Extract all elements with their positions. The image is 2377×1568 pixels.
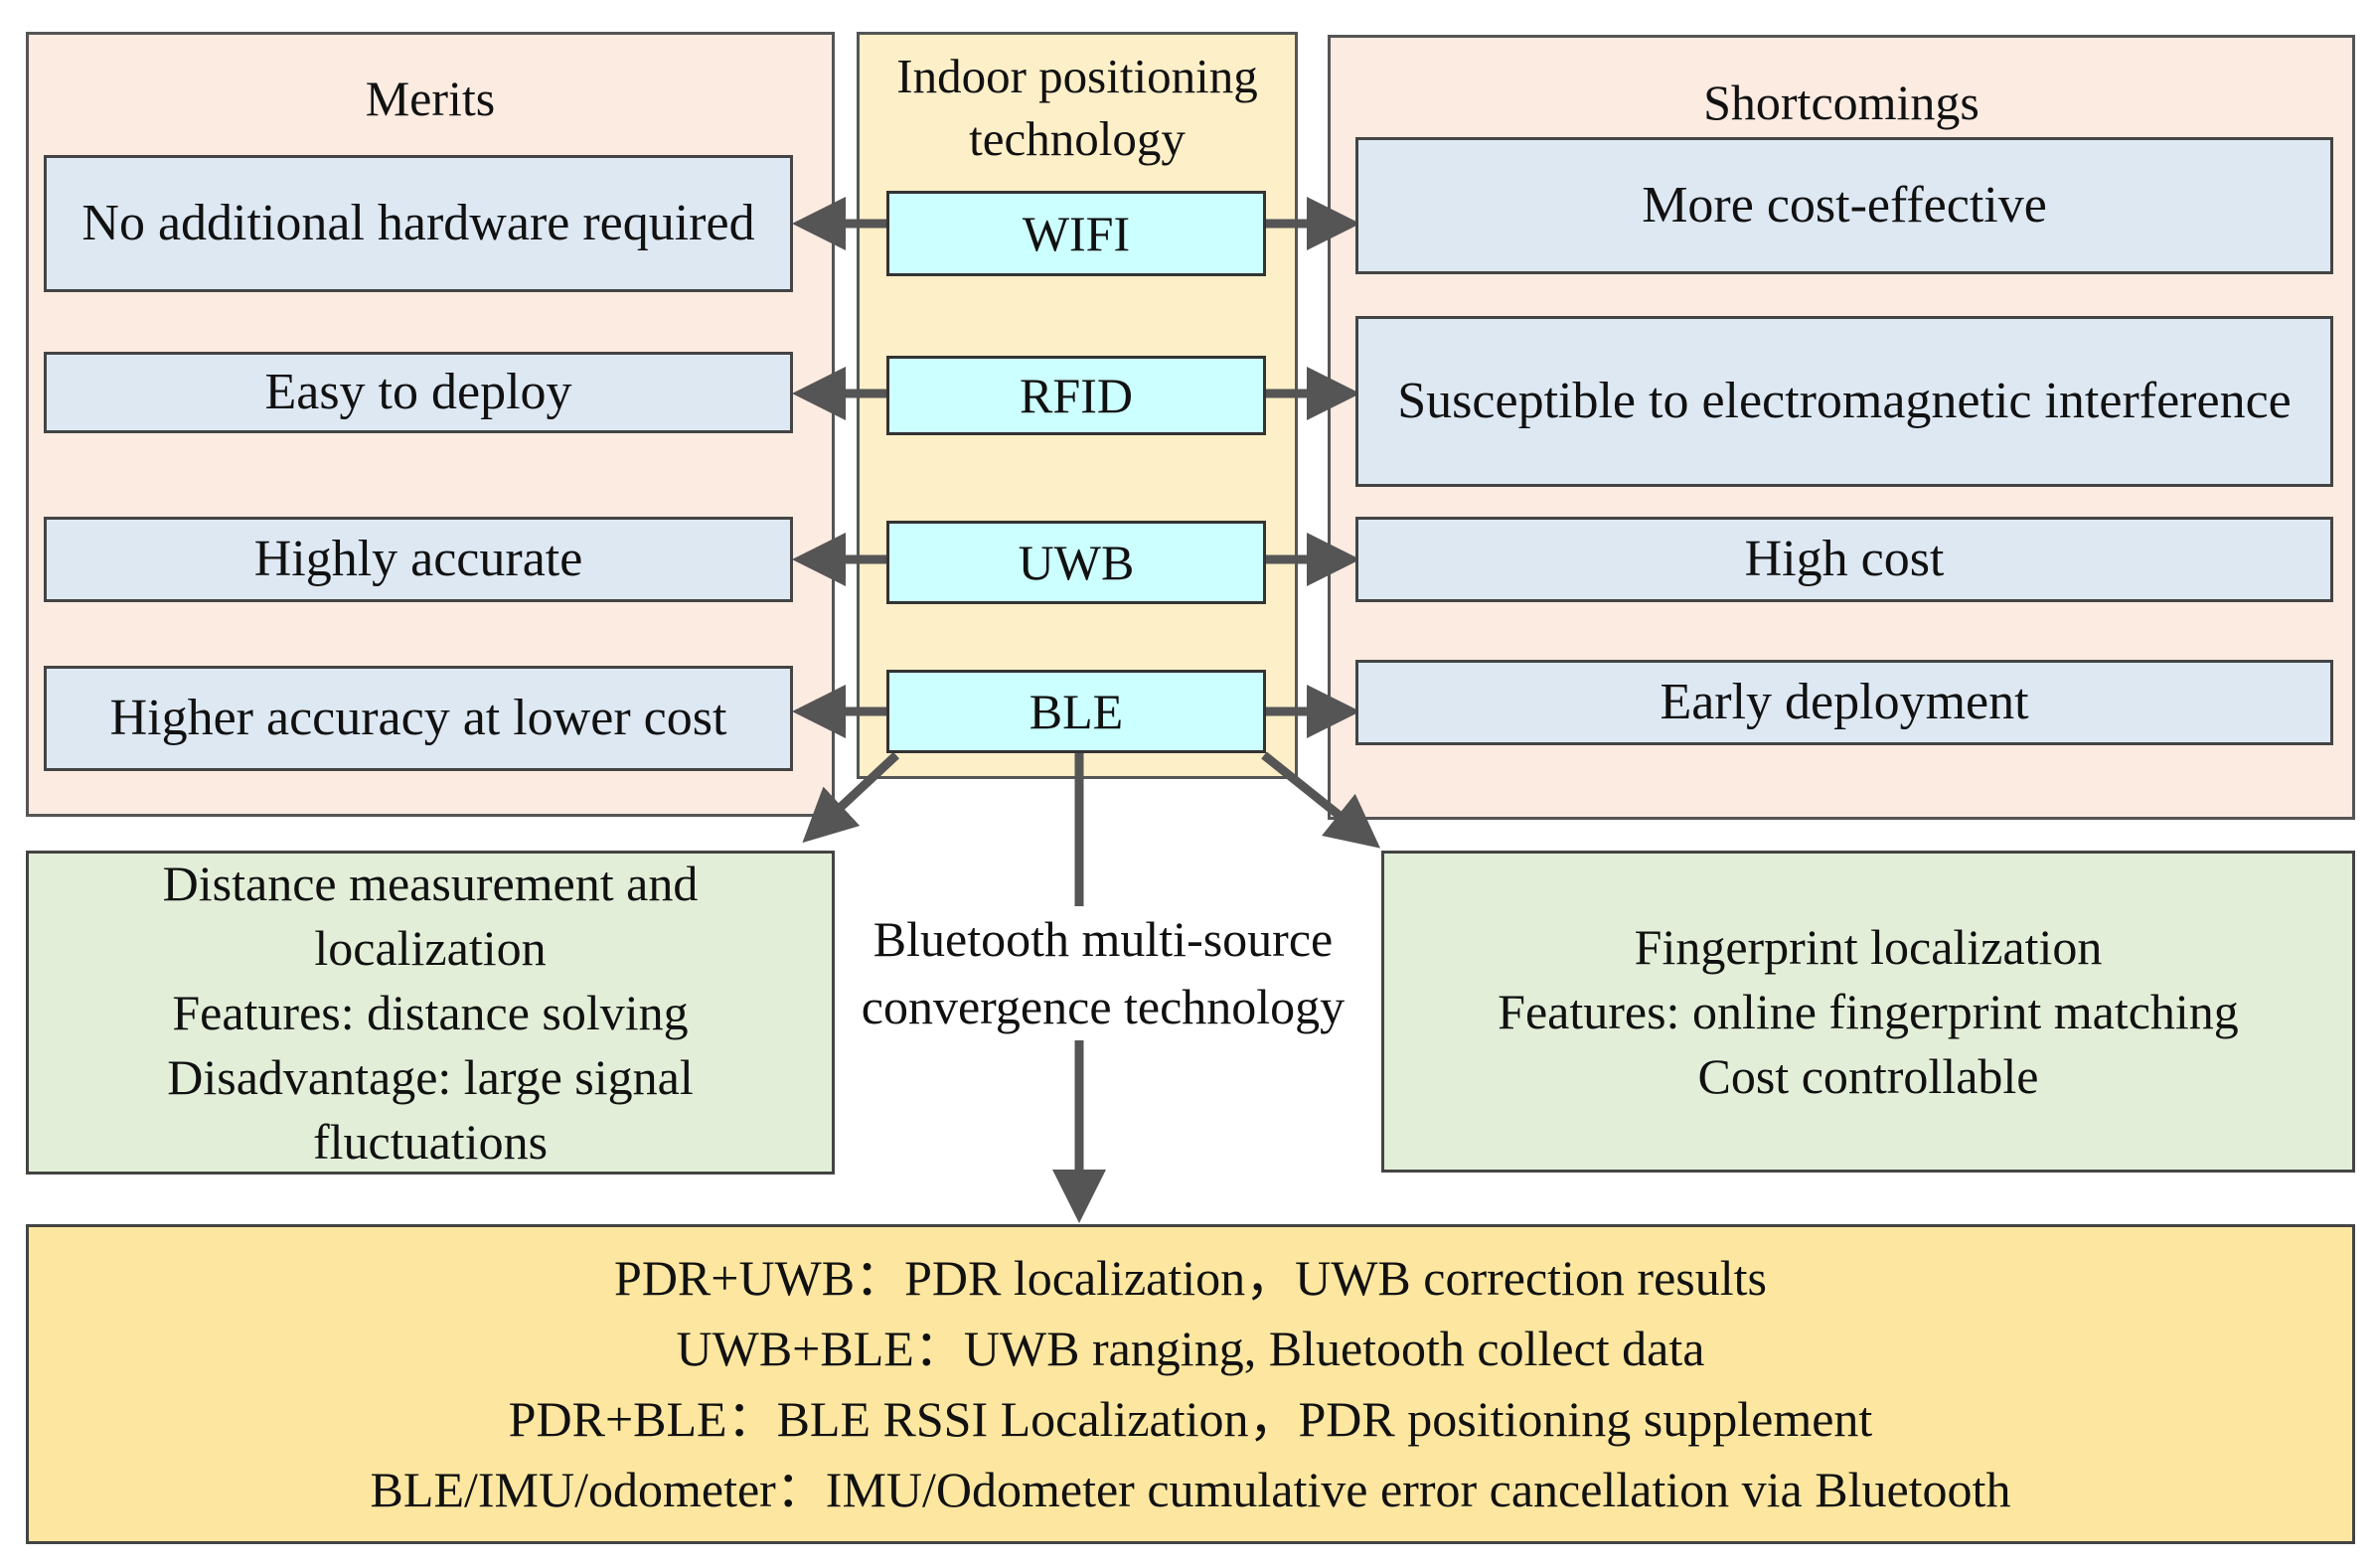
merit-item-ble: Higher accuracy at lower cost — [44, 666, 793, 771]
arrow-ble-ranging — [802, 751, 900, 844]
shortcoming-item-rfid: Susceptible to electromagnetic interfere… — [1355, 316, 2333, 487]
ble-fingerprint-line2: Features: online fingerprint matching — [1498, 983, 2239, 1039]
ble-ranging-box: Distance measurement and localization Fe… — [26, 851, 835, 1175]
shortcoming-item-wifi: More cost-effective — [1355, 137, 2333, 274]
shortcomings-title: Shortcomings — [1703, 75, 1980, 130]
tech-rfid: RFID — [886, 356, 1266, 435]
ble-fingerprint-line3: Cost controllable — [1697, 1047, 2039, 1104]
tech-uwb: UWB — [886, 521, 1266, 604]
merit-item-rfid: Easy to deploy — [44, 352, 793, 433]
technology-title: Indoor positioning technology — [896, 49, 1258, 166]
tech-ble: BLE — [886, 670, 1266, 753]
fusion-uwb-ble: UWB+BLE：UWB ranging, Bluetooth collect d… — [676, 1321, 1705, 1376]
shortcoming-item-ble: Early deployment — [1355, 660, 2333, 745]
convergence-label: Bluetooth multi-source convergence techn… — [835, 906, 1371, 1040]
fusion-methods-box: PDR+UWB：PDR localization，UWB correction … — [26, 1224, 2355, 1544]
shortcoming-item-uwb: High cost — [1355, 517, 2333, 602]
merit-item-wifi: No additional hardware required — [44, 155, 793, 292]
ble-ranging-line5: fluctuations — [312, 1113, 549, 1170]
ble-ranging-line4: Disadvantage: large signal — [167, 1048, 694, 1105]
ble-ranging-line1: Distance measurement and — [162, 855, 699, 911]
ble-fingerprint-box: Fingerprint localization Features: onlin… — [1381, 851, 2355, 1173]
convergence-line1: Bluetooth multi-source — [872, 911, 1334, 967]
ble-ranging-line3: Features: distance solving — [172, 984, 689, 1040]
convergence-line2: convergence technology — [861, 978, 1346, 1034]
merits-title: Merits — [365, 71, 496, 126]
merit-item-uwb: Highly accurate — [44, 517, 793, 602]
tech-wifi: WIFI — [886, 191, 1266, 276]
fusion-pdr-uwb: PDR+UWB：PDR localization，UWB correction … — [614, 1250, 1767, 1306]
ble-fingerprint-line1: Fingerprint localization — [1634, 918, 2103, 975]
fusion-pdr-ble: PDR+BLE：BLE RSSI Localization，PDR positi… — [508, 1391, 1873, 1447]
arrow-ble-fingerprint — [1261, 751, 1381, 849]
ble-ranging-line2: localization — [314, 919, 547, 976]
fusion-ble-imu-odometer: BLE/IMU/odometer：IMU/Odometer cumulative… — [370, 1462, 2011, 1517]
